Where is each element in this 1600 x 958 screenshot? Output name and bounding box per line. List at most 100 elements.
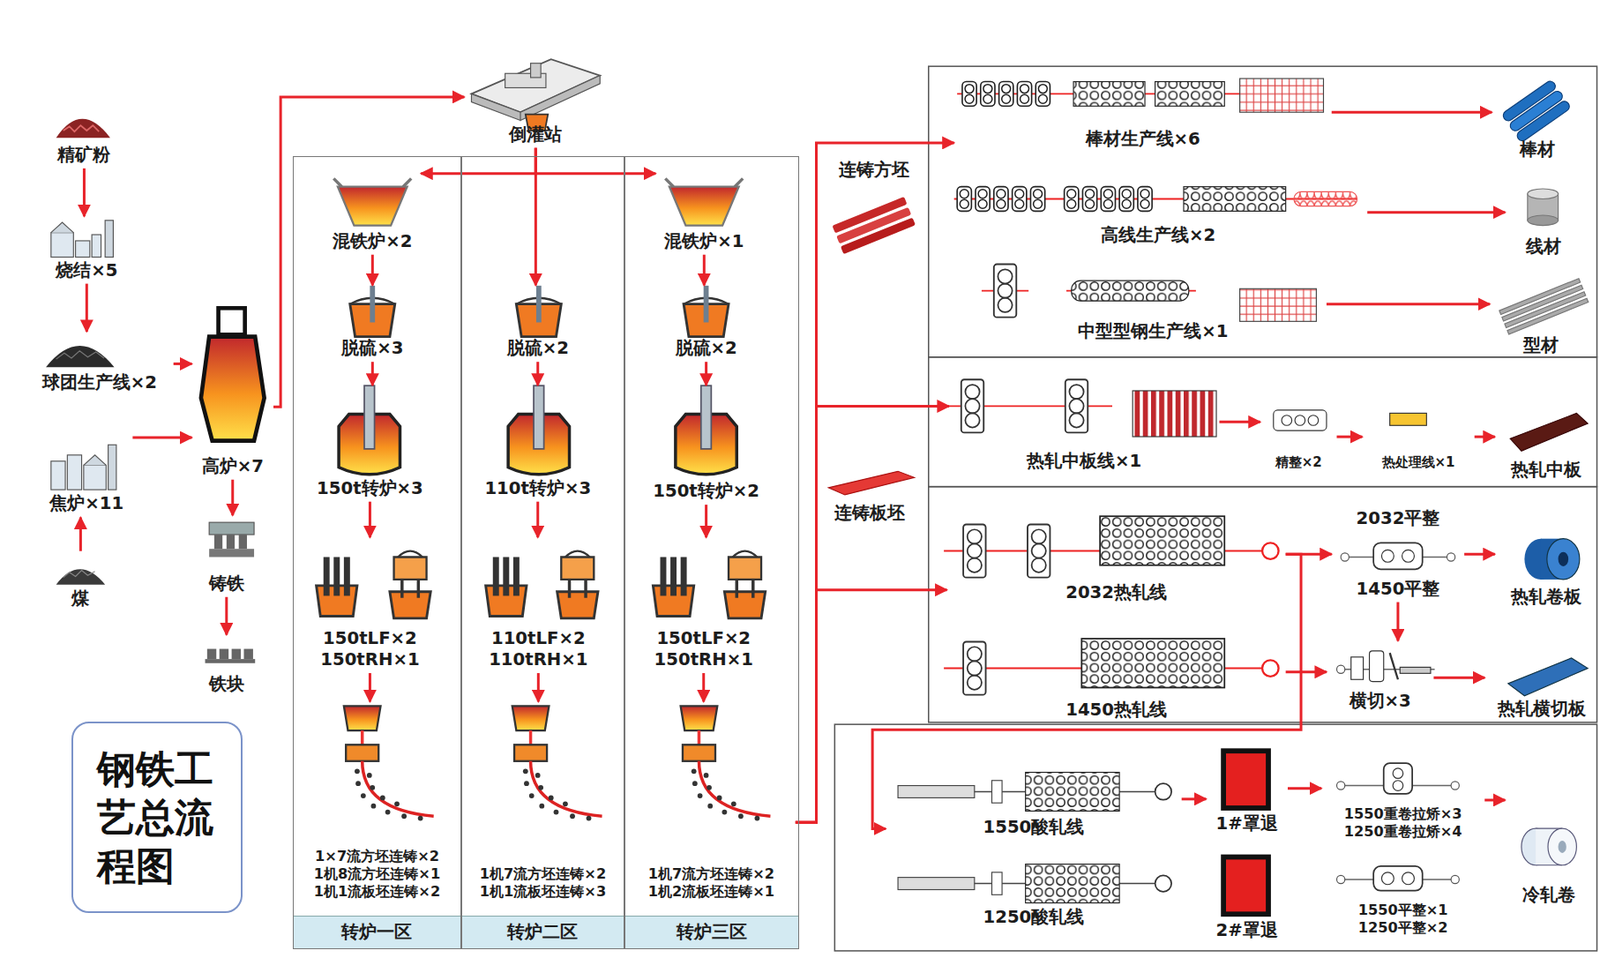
flow-arrow bbox=[273, 97, 464, 407]
rolling-panels bbox=[928, 486, 1598, 723]
product-icons bbox=[1502, 284, 1584, 322]
cold-mill-icons bbox=[1392, 780, 1404, 792]
process-node: 高线生产线×2 bbox=[949, 175, 1368, 249]
hot-strip-mill-icons bbox=[1373, 542, 1423, 569]
raw-material-icons bbox=[51, 461, 66, 490]
process-node: 2#罩退 bbox=[1205, 844, 1288, 944]
node-label: 混铁炉×1 bbox=[664, 231, 744, 253]
process-node: 热轧中板 bbox=[1495, 397, 1598, 484]
diagram-title: 钢铁工艺总流程图 bbox=[97, 744, 217, 890]
node-label: 1机1流板坯连铸×2 bbox=[314, 882, 441, 901]
flow-arrow bbox=[536, 361, 539, 386]
process-node: 110t转炉×3 bbox=[469, 385, 607, 502]
cold-mill-icons bbox=[1025, 864, 1120, 904]
process-node: 精矿粉 bbox=[52, 102, 115, 169]
steelmaking-icons bbox=[333, 178, 412, 225]
blast-furnace-icon bbox=[201, 336, 265, 442]
process-node: 横切×3 bbox=[1326, 641, 1434, 715]
node-label: 1机1流板坯连铸×3 bbox=[479, 882, 606, 901]
node-label: 脱硫×3 bbox=[341, 337, 404, 359]
raw-material-icons bbox=[56, 568, 106, 584]
bar-mill-icons bbox=[994, 186, 1009, 212]
node-label: 热轧中板线×1 bbox=[1026, 450, 1142, 472]
node-label: 1机8流方坯连铸×1 bbox=[314, 865, 441, 883]
node-label: 1机7流方坯连铸×2 bbox=[479, 865, 606, 883]
bar-mill-icons bbox=[1119, 186, 1134, 212]
node-label: 110tLF×2 bbox=[491, 628, 586, 650]
process-node: 精整×2 bbox=[1260, 400, 1338, 474]
blast-furnace-icon bbox=[214, 534, 223, 549]
flow-arrow bbox=[1331, 111, 1493, 114]
node-label: 1×7流方坯连铸×2 bbox=[314, 847, 440, 866]
flow-arrow bbox=[173, 362, 193, 366]
bar-mill-icons bbox=[1012, 186, 1027, 212]
steelmaking-icons bbox=[316, 178, 771, 821]
process-node: 烧结×5 bbox=[40, 216, 133, 284]
bar-mill-icons bbox=[1240, 78, 1324, 113]
process-node: 棒材生产线×6 bbox=[954, 71, 1332, 154]
steelmaking-icons bbox=[515, 285, 561, 337]
node-label: 1550酸轧线 bbox=[983, 816, 1085, 838]
node-label: 线材 bbox=[1525, 236, 1562, 258]
product-icons bbox=[1504, 291, 1586, 329]
steelmaking-icons bbox=[512, 705, 603, 821]
plate-mill-icons bbox=[1132, 390, 1217, 437]
raw-material-icons bbox=[63, 570, 96, 578]
node-label: 精整×2 bbox=[1275, 454, 1323, 471]
hot-strip-mill-icons bbox=[1262, 542, 1279, 560]
blast-furnace-icon bbox=[218, 307, 246, 335]
node-label: 1250酸轧线 bbox=[983, 906, 1085, 928]
cold-mill-icons bbox=[1337, 874, 1346, 883]
node-label: 1450平整 bbox=[1356, 578, 1441, 600]
flow-arrow bbox=[1326, 302, 1490, 306]
process-node: 热处理线×1 bbox=[1361, 400, 1474, 474]
hot-strip-mill-icons bbox=[1381, 549, 1394, 562]
steelmaking-icons bbox=[485, 556, 527, 616]
blast-furnace-icon bbox=[219, 649, 229, 660]
product-icons bbox=[1527, 188, 1559, 200]
flow-arrow bbox=[368, 672, 372, 702]
cold-mill-icons bbox=[897, 877, 975, 890]
cast-product-icons bbox=[831, 196, 916, 255]
zone-heading: 转炉一区 bbox=[293, 915, 461, 949]
flow-arrow bbox=[1218, 420, 1260, 424]
steelmaking-icons bbox=[724, 551, 765, 619]
flow-arrow bbox=[704, 504, 708, 538]
flow-arrow bbox=[1396, 602, 1399, 642]
node-label: 150tLF×2 bbox=[656, 628, 751, 650]
cold-mill-icons bbox=[1155, 783, 1173, 800]
bar-mill-icons bbox=[1155, 82, 1226, 107]
product-icons bbox=[1507, 298, 1589, 335]
plate-mill-icons bbox=[943, 379, 1427, 437]
cast-product-label: 连铸方坯 bbox=[838, 157, 910, 182]
bar-mill-icons bbox=[975, 186, 990, 212]
raw-material-icons bbox=[67, 455, 82, 490]
node-label: 倒灌站 bbox=[508, 124, 562, 146]
hot-strip-mill-icons bbox=[1369, 650, 1384, 682]
flow-arrow bbox=[1367, 210, 1505, 214]
raw-material-icons bbox=[45, 119, 117, 585]
cold-mill-icons bbox=[1373, 866, 1423, 891]
flow-arrow bbox=[1285, 670, 1327, 673]
converter-zone: 转炉二区脱硫×2110t转炉×3110tLF×2110tRH×11机7流方坯连铸… bbox=[461, 156, 625, 950]
bar-mill-icons bbox=[1073, 82, 1145, 107]
raw-material-icons bbox=[45, 345, 115, 367]
node-label: 1250重卷拉矫×4 bbox=[1344, 822, 1463, 841]
node-label: 热轧横切板 bbox=[1497, 698, 1586, 720]
hot-strip-mill-icons bbox=[963, 641, 986, 695]
bar-mill-icons bbox=[1183, 186, 1286, 212]
zone-heading: 转炉三区 bbox=[625, 915, 799, 949]
product-icons bbox=[1527, 215, 1559, 226]
process-node: 150t转炉×3 bbox=[303, 385, 436, 502]
cast-product-icons bbox=[828, 471, 914, 495]
cast-product-icons bbox=[828, 196, 916, 495]
cold-mill-icons bbox=[1402, 872, 1415, 885]
plate-mill-icons bbox=[1273, 410, 1327, 431]
node-label: 2032平整 bbox=[1356, 508, 1441, 530]
process-node: 热轧卷板 bbox=[1495, 522, 1598, 610]
reladle-station-icon bbox=[530, 63, 542, 78]
cold-mill-icons bbox=[1392, 768, 1404, 779]
product-icons bbox=[1499, 278, 1589, 335]
process-node: 铸铁 bbox=[195, 515, 257, 598]
flow-arrow bbox=[702, 254, 706, 286]
